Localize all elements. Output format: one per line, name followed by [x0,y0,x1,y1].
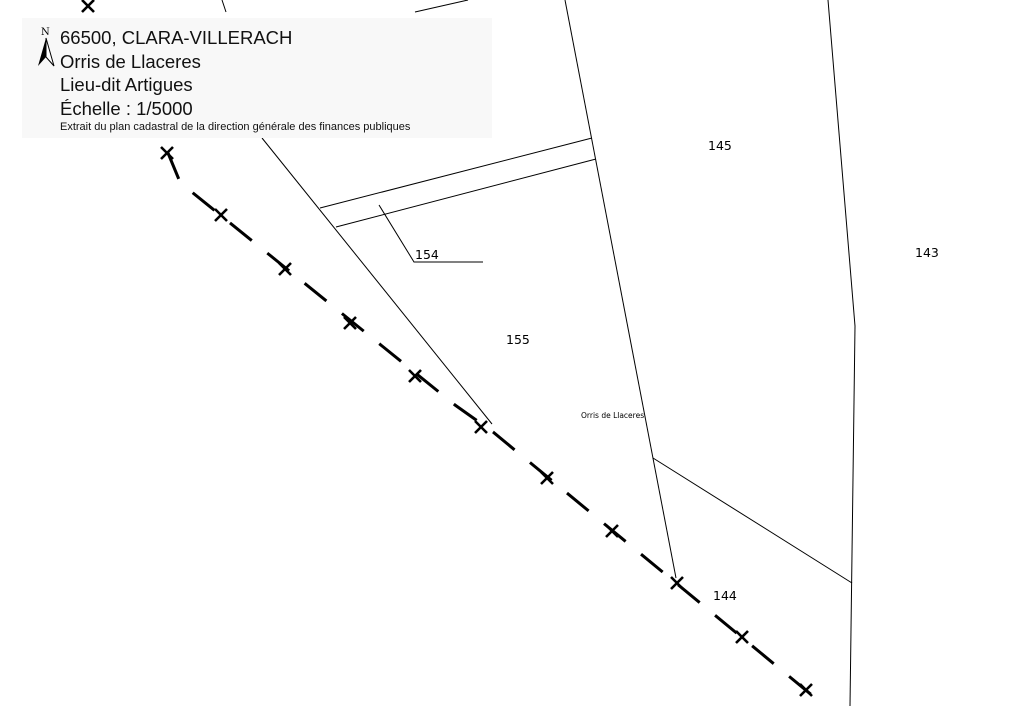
commune-boundary-line [166,152,826,706]
boundary-cross-top [81,0,95,13]
parcel-line [261,137,493,425]
parcel-line [564,0,677,579]
parcel-145-label: 145 [708,138,732,153]
parcel-line [414,0,469,13]
boundary-cross [343,316,357,330]
boundary-cross [735,630,749,644]
boundary-cross [278,262,292,276]
source-note: Extrait du plan cadastral de la directio… [60,121,411,133]
parcel-143-label: 143 [915,245,939,260]
parcel-154-leader-line [378,204,483,263]
north-arrow-icon: N [38,27,55,67]
parcel-155-label: 155 [506,332,530,347]
scale-label: Échelle : 1/5000 [60,97,193,119]
postcode-commune: 66500, CLARA-VILLERACH [60,27,293,48]
boundary-cross [474,420,488,434]
parcel-boundaries [221,0,856,706]
boundary-cross [160,146,174,160]
locality: Lieu-dit Artigues [60,74,193,95]
boundary-cross [799,683,813,697]
parcel-line [335,158,597,228]
parcel-154-label: 154 [415,247,439,262]
parcel-line [319,137,593,209]
boundary-crosses [160,146,813,697]
north-label: N [41,27,50,38]
boundary-cross [605,524,619,538]
boundary-cross [540,471,554,485]
site-name: Orris de Llaceres [60,50,201,72]
parcel-line [652,457,853,584]
parcel-144-label: 144 [713,588,737,603]
place-label-orris: Orris de Llaceres [581,411,644,420]
boundary-cross [408,369,422,383]
parcel-line [849,325,856,706]
map-cartouche: N 66500, CLARA-VILLERACH Orris de Llacer… [22,18,492,138]
parcel-line [827,0,856,327]
boundary-cross [670,576,684,590]
parcel-line [221,0,227,13]
boundary-cross [214,208,228,222]
